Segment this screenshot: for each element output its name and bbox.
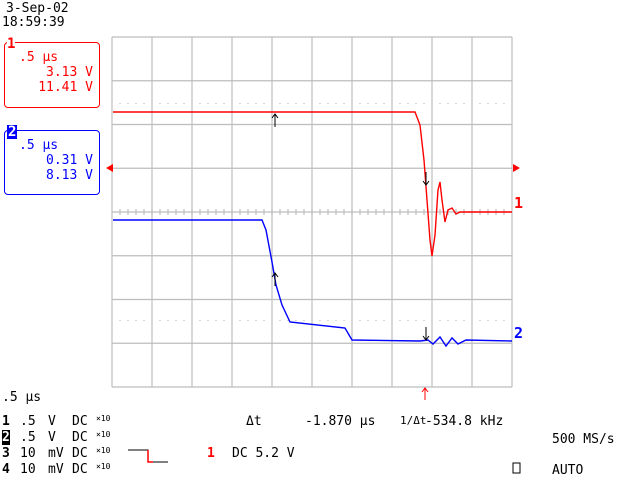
channel-probe: ×10 [96, 414, 111, 423]
channel-unit: mV [48, 462, 64, 477]
channel-number: 3 [2, 446, 10, 461]
channel-scale: 10 [20, 462, 36, 477]
channel-scale: 10 [20, 446, 36, 461]
channel-probe: ×10 [96, 446, 111, 455]
ch1-offset-marker-right-icon [513, 164, 520, 172]
ch2-value2: 8.13 V [46, 168, 93, 183]
channel-scale: .5 [20, 414, 36, 429]
channel-2-trace [113, 219, 513, 348]
channel-2-badge: 2 [7, 124, 18, 140]
sample-rate: 500 MS/s [552, 432, 615, 447]
channel-unit: V [48, 414, 56, 429]
channel-probe: ×10 [96, 462, 111, 471]
channel-probe: ×10 [96, 430, 111, 439]
channel-2-box[interactable]: 2 .5 µs 0.31 V 8.13 V [4, 125, 100, 195]
trigger-position-arrow-icon [421, 387, 429, 400]
channel-number: 2 [2, 430, 10, 445]
channel-coupling: DC [72, 446, 88, 461]
ch1-timebase: .5 µs [19, 50, 59, 65]
ch1-offset-marker-left-icon [106, 164, 113, 172]
channel-1-box[interactable]: 1 .5 µs 3.13 V 11.41 V [4, 37, 100, 108]
time: 18:59:39 [2, 15, 65, 30]
graticule [111, 36, 513, 388]
channel-coupling: DC [72, 414, 88, 429]
frequency-value: -534.8 kHz [425, 414, 504, 429]
cursor-arrow-down-icon [422, 327, 430, 341]
delta-t-value: -1.870 µs [305, 414, 376, 429]
channel-coupling: DC [72, 462, 88, 477]
trigger-mode[interactable]: AUTO [552, 463, 584, 478]
cursor-arrow-down-icon [422, 172, 430, 186]
acquisition-stop-icon [512, 462, 521, 474]
timebase: .5 µs [2, 390, 42, 405]
ch2-trace-label: 2 [514, 324, 524, 342]
cursor-arrow-up-icon [271, 272, 279, 286]
ch1-value1: 3.13 V [46, 65, 93, 80]
ch2-timebase: .5 µs [19, 138, 59, 153]
ch1-value2: 11.41 V [38, 80, 93, 95]
channel-coupling: DC [72, 430, 88, 445]
inverse-delta-t-label: 1/Δt [400, 414, 427, 427]
channel-number: 4 [2, 462, 10, 477]
channel-unit: mV [48, 446, 64, 461]
cursor-arrow-up-icon [271, 113, 279, 127]
delta-t-label: Δt [246, 414, 262, 429]
channel-1-trace [113, 111, 512, 257]
trigger-level[interactable]: DC 5.2 V [232, 446, 295, 461]
date: 3-Sep-02 [6, 1, 69, 16]
channel-unit: V [48, 430, 56, 445]
trigger-source[interactable]: 1 [207, 446, 215, 461]
ch2-value1: 0.31 V [46, 153, 93, 168]
channel-number: 1 [2, 414, 10, 429]
channel-1-badge: 1 [7, 36, 16, 52]
channel-scale: .5 [20, 430, 36, 445]
ch1-trace-label: 1 [514, 194, 524, 212]
